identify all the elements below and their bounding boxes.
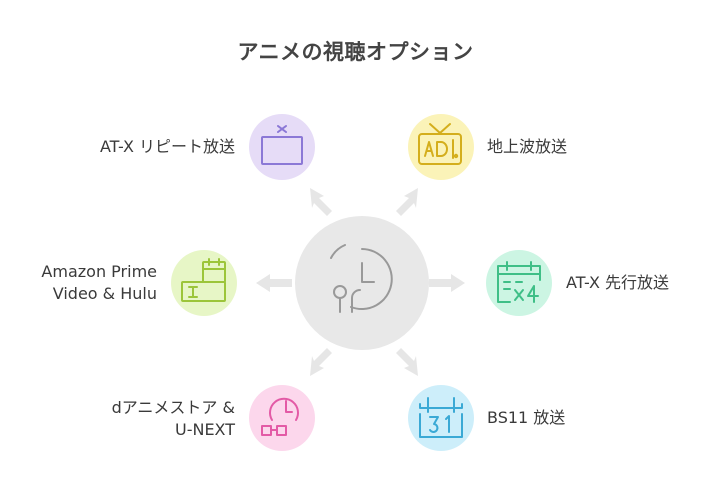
- label-bs11: BS11 放送: [487, 407, 565, 429]
- calendar-x4-icon: [497, 261, 541, 303]
- arrow-down-right: [396, 348, 418, 376]
- label-line: dアニメストア &: [111, 398, 235, 417]
- option-circle-terrestrial: [408, 114, 474, 180]
- label-danime-unext: dアニメストア & U-NEXT: [112, 397, 235, 441]
- calendar-video-icon: [181, 258, 226, 302]
- label-line: 地上波放送: [487, 137, 568, 156]
- clock-pin-icon: [330, 244, 393, 313]
- tv-icon: [261, 125, 303, 165]
- arrow-down-left: [310, 348, 332, 376]
- label-terrestrial: 地上波放送: [487, 136, 567, 158]
- label-line: Amazon Prime: [41, 262, 157, 281]
- label-line: BS11 放送: [487, 408, 566, 427]
- clock-glasses-icon: [261, 397, 299, 436]
- label-amazon-hulu: Amazon Prime Video & Hulu: [41, 261, 157, 305]
- calendar-31-icon: [419, 397, 463, 438]
- label-line: Video & Hulu: [52, 284, 157, 303]
- label-line: U-NEXT: [174, 420, 235, 439]
- label-atx-repeat: AT-X リピート放送: [100, 136, 235, 158]
- arrows: [256, 188, 465, 376]
- option-circle-danime-unext: [249, 385, 315, 451]
- arrow-left: [256, 274, 292, 292]
- label-line: AT-X リピート放送: [99, 137, 235, 156]
- arrow-right: [429, 274, 465, 292]
- page-title: アニメの視聴オプション: [237, 40, 474, 64]
- arrow-up-right: [396, 188, 418, 216]
- label-atx-advance: AT-X 先行放送: [566, 272, 669, 294]
- option-circle-bs11: [408, 385, 474, 451]
- ad-tv-icon: [418, 123, 462, 165]
- arrow-up-left: [310, 188, 332, 216]
- option-circle-atx-repeat: [249, 114, 315, 180]
- label-line: AT-X 先行放送: [566, 273, 670, 292]
